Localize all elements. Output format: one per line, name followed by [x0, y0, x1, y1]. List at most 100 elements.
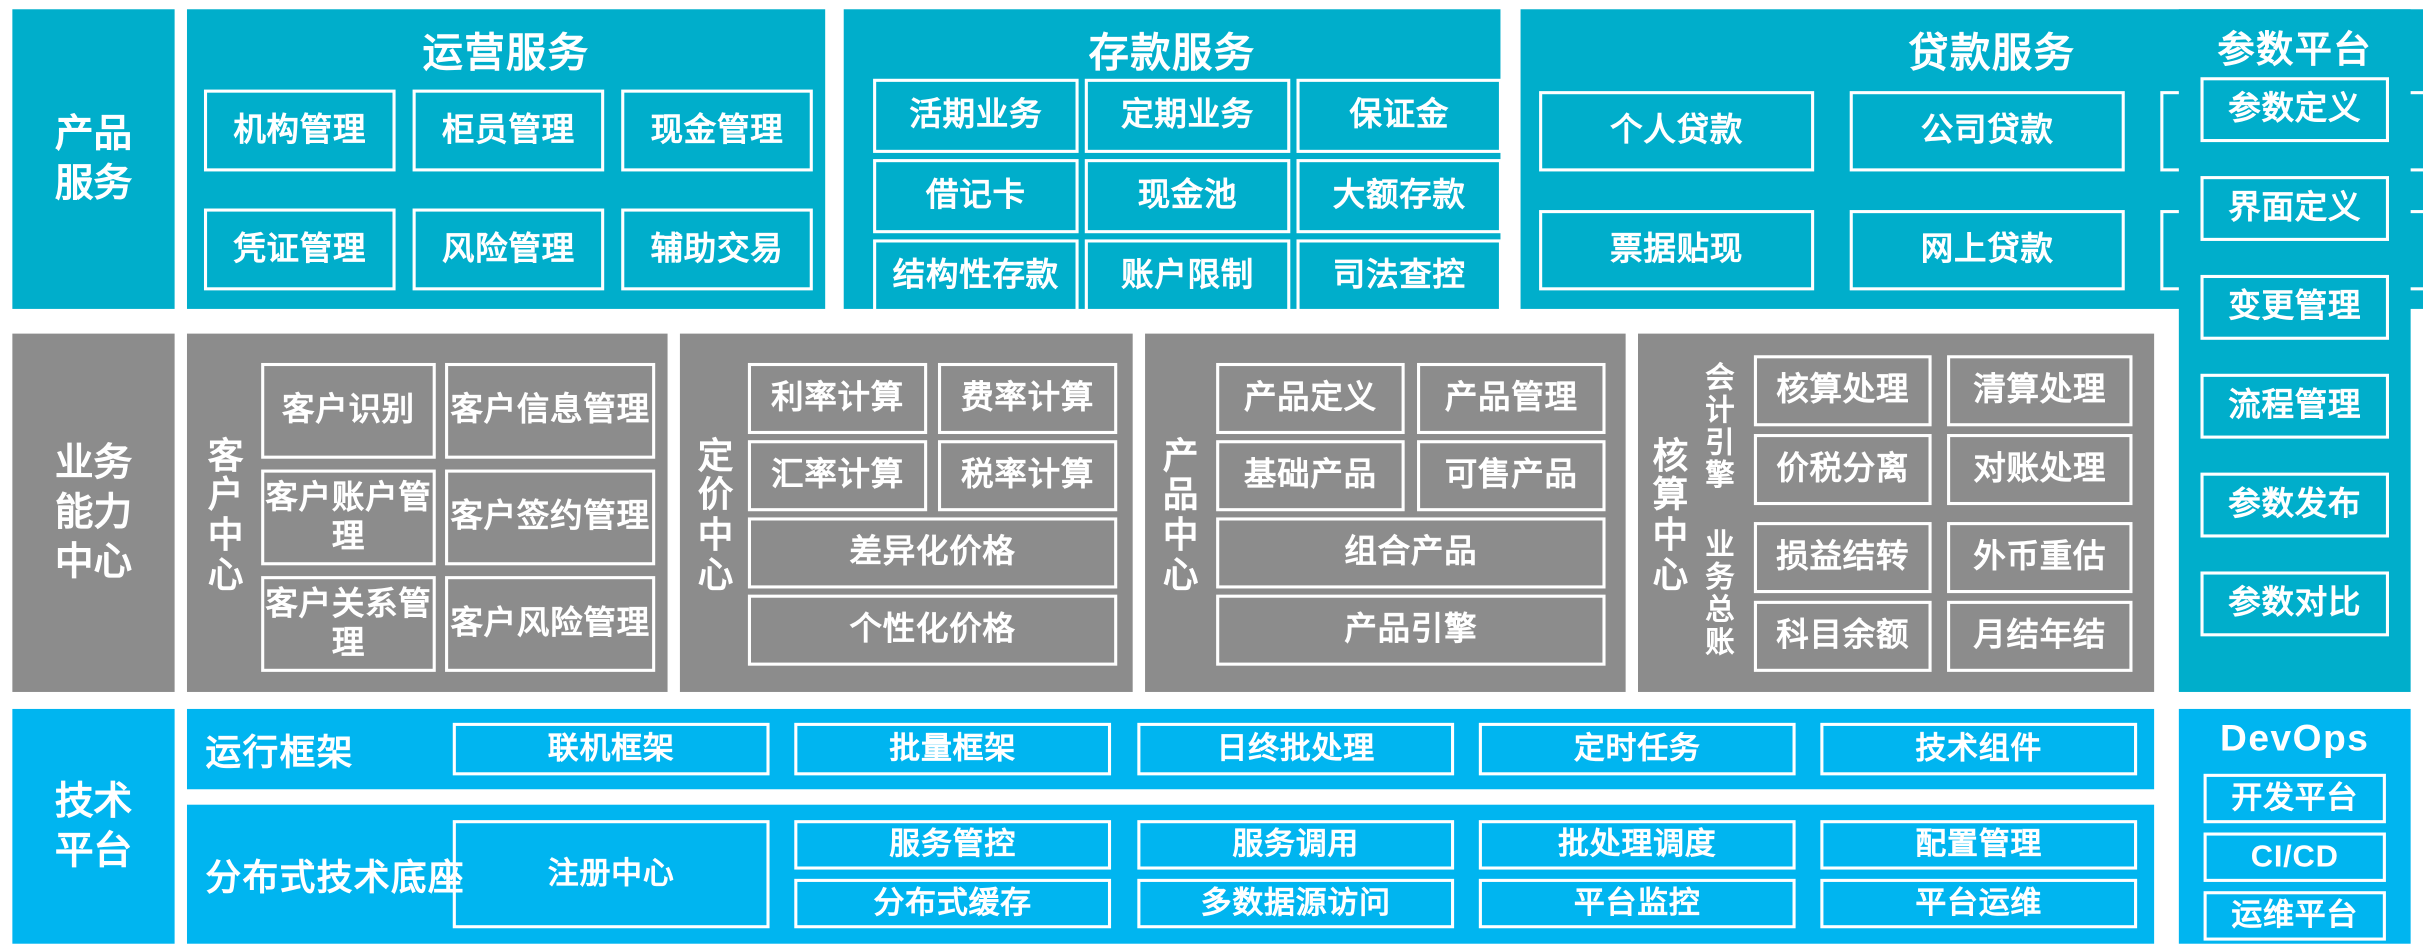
item-general-ledger-2[interactable]: 科目余额 — [1753, 600, 1932, 672]
item-accounting-engine-3[interactable]: 对账处理 — [1947, 434, 2133, 506]
rail-technology-platform-line2: 平台 — [54, 829, 133, 873]
item-devops-0[interactable]: 开发平台 — [2203, 773, 2386, 824]
item-pricing-4[interactable]: 差异化价格 — [747, 517, 1118, 589]
item-customer-0[interactable]: 客户识别 — [261, 362, 436, 459]
subgroup-general-ledger-char-3: 账 — [1705, 626, 1735, 660]
item-parameter-2[interactable]: 变更管理 — [2200, 274, 2390, 340]
item-operation-1[interactable]: 柜员管理 — [412, 89, 605, 172]
item-loan-3[interactable]: 票据贴现 — [1539, 210, 1815, 291]
center-accounting-label-char-3: 心 — [1652, 554, 1689, 595]
item-deposit-7[interactable]: 账户限制 — [1084, 239, 1291, 314]
item-customer-2[interactable]: 客户账户管理 — [261, 469, 436, 566]
rail-product-service: 产品 服务 — [12, 9, 175, 309]
subgroup-accounting-engine-char-0: 会 — [1705, 363, 1735, 396]
item-runtime-4[interactable]: 技术组件 — [1820, 722, 2138, 776]
item-product-2[interactable]: 基础产品 — [1216, 440, 1405, 512]
item-operation-2[interactable]: 现金管理 — [621, 89, 813, 172]
item-pricing-1[interactable]: 费率计算 — [937, 362, 1118, 435]
item-general-ledger-3[interactable]: 月结年结 — [1947, 600, 2133, 672]
item-deposit-1[interactable]: 定期业务 — [1084, 78, 1291, 153]
group-operation-service-title: 运营服务 — [422, 29, 590, 76]
item-general-ledger-0[interactable]: 损益结转 — [1753, 522, 1932, 594]
item-parameter-1[interactable]: 界面定义 — [2200, 176, 2390, 241]
item-distributed-bottom-1[interactable]: 多数据源访问 — [1137, 878, 1455, 929]
panel-parameter-platform-title: 参数平台 — [2217, 29, 2373, 72]
item-deposit-4[interactable]: 现金池 — [1084, 159, 1291, 234]
item-pricing-3[interactable]: 税率计算 — [937, 440, 1118, 512]
item-customer-1[interactable]: 客户信息管理 — [445, 362, 656, 459]
item-deposit-8[interactable]: 司法查控 — [1296, 239, 1503, 314]
item-deposit-3[interactable]: 借记卡 — [873, 159, 1079, 234]
item-pricing-5[interactable]: 个性化价格 — [747, 594, 1118, 666]
item-loan-0[interactable]: 个人贷款 — [1539, 91, 1815, 172]
item-operation-0[interactable]: 机构管理 — [203, 89, 396, 172]
item-deposit-0[interactable]: 活期业务 — [873, 78, 1079, 153]
item-deposit-5[interactable]: 大额存款 — [1296, 159, 1503, 234]
subgroup-general-ledger-char-2: 总 — [1705, 594, 1735, 628]
subgroup-accounting-engine-char-2: 引 — [1705, 427, 1735, 461]
item-product-1[interactable]: 产品管理 — [1417, 362, 1606, 435]
item-product-4[interactable]: 组合产品 — [1216, 517, 1606, 589]
item-operation-4[interactable]: 风险管理 — [412, 208, 605, 291]
center-accounting-label-char-1: 算 — [1652, 474, 1689, 515]
item-parameter-0[interactable]: 参数定义 — [2200, 77, 2390, 143]
item-accounting-engine-0[interactable]: 核算处理 — [1753, 355, 1932, 427]
item-runtime-1[interactable]: 批量框架 — [794, 722, 1112, 776]
item-parameter-5[interactable]: 参数对比 — [2200, 571, 2390, 637]
item-distributed-bottom-2[interactable]: 平台监控 — [1478, 878, 1796, 929]
rail-product-service-line1: 产品 — [54, 112, 133, 156]
center-customer-label-char-3: 心 — [207, 554, 244, 595]
item-pricing-0[interactable]: 利率计算 — [747, 362, 928, 435]
item-accounting-engine-2[interactable]: 价税分离 — [1753, 434, 1932, 506]
center-product-label-char-0: 产 — [1162, 434, 1199, 475]
panel-parameter-platform: 参数平台 参数定义 界面定义 变更管理 流程管理 参数发布 参数对比 — [2178, 9, 2411, 692]
item-operation-3[interactable]: 凭证管理 — [203, 208, 396, 291]
center-customer-label-char-1: 户 — [207, 474, 244, 515]
item-product-3[interactable]: 可售产品 — [1417, 440, 1606, 512]
center-pricing-label-char-1: 价 — [697, 474, 734, 515]
item-distributed-top-3[interactable]: 配置管理 — [1820, 820, 2138, 870]
subgroup-general-ledger-label: 业 务 总 账 — [1700, 522, 1740, 670]
architecture-diagram: 产品 服务 运营服务 机构管理 柜员管理 现金管理 凭证管理 风险管理 辅助交易… — [12, 9, 2423, 944]
center-accounting: 核 算 中 心 会 计 引 擎 业 务 总 账 核算处理 清算处理 价税分离 对… — [1637, 333, 2155, 692]
item-devops-2[interactable]: 运维平台 — [2203, 891, 2386, 941]
item-distributed-top-0[interactable]: 服务管控 — [794, 820, 1112, 870]
item-parameter-4[interactable]: 参数发布 — [2200, 472, 2390, 538]
item-runtime-0[interactable]: 联机框架 — [452, 722, 770, 776]
center-accounting-label: 核 算 中 心 — [1644, 420, 1697, 612]
group-deposit-service-title: 存款服务 — [1088, 29, 1256, 76]
center-accounting-label-char-2: 中 — [1652, 514, 1689, 555]
item-loan-4[interactable]: 网上贷款 — [1849, 210, 2125, 291]
tech-row-distributed-base-label: 分布式技术底座 — [205, 857, 466, 898]
item-distributed-top-2[interactable]: 批处理调度 — [1478, 820, 1796, 870]
center-pricing-label-char-3: 心 — [697, 554, 734, 595]
center-product: 产 品 中 心 产品定义 产品管理 基础产品 可售产品 组合产品 产品引擎 — [1145, 333, 1626, 692]
item-devops-1[interactable]: CI/CD — [2203, 832, 2386, 882]
item-deposit-2[interactable]: 保证金 — [1296, 78, 1503, 153]
item-loan-1[interactable]: 公司贷款 — [1849, 91, 2125, 172]
item-accounting-engine-1[interactable]: 清算处理 — [1947, 355, 2133, 427]
item-customer-3[interactable]: 客户签约管理 — [445, 469, 656, 566]
center-product-label: 产 品 中 心 — [1154, 423, 1207, 608]
subgroup-accounting-engine-label: 会 计 引 擎 — [1700, 355, 1740, 503]
center-product-label-char-3: 心 — [1162, 554, 1199, 595]
item-customer-4[interactable]: 客户关系管理 — [261, 576, 436, 672]
item-operation-5[interactable]: 辅助交易 — [621, 208, 813, 291]
rail-business-capability-line3: 中心 — [54, 540, 133, 584]
item-customer-5[interactable]: 客户风险管理 — [445, 576, 656, 672]
item-general-ledger-1[interactable]: 外币重估 — [1947, 522, 2133, 594]
center-product-label-char-2: 中 — [1162, 514, 1199, 555]
item-deposit-6[interactable]: 结构性存款 — [873, 239, 1079, 314]
item-pricing-2[interactable]: 汇率计算 — [747, 440, 928, 512]
rail-business-capability: 业务 能力 中心 — [12, 333, 175, 692]
item-registry-center[interactable]: 注册中心 — [452, 820, 770, 929]
item-distributed-bottom-3[interactable]: 平台运维 — [1820, 878, 2138, 929]
item-distributed-top-1[interactable]: 服务调用 — [1137, 820, 1455, 870]
item-distributed-bottom-0[interactable]: 分布式缓存 — [794, 878, 1112, 929]
center-pricing-label-char-0: 定 — [697, 434, 734, 475]
item-parameter-3[interactable]: 流程管理 — [2200, 373, 2390, 439]
item-product-5[interactable]: 产品引擎 — [1216, 594, 1606, 666]
item-product-0[interactable]: 产品定义 — [1216, 362, 1405, 435]
item-runtime-2[interactable]: 日终批处理 — [1137, 722, 1455, 776]
item-runtime-3[interactable]: 定时任务 — [1478, 722, 1796, 776]
